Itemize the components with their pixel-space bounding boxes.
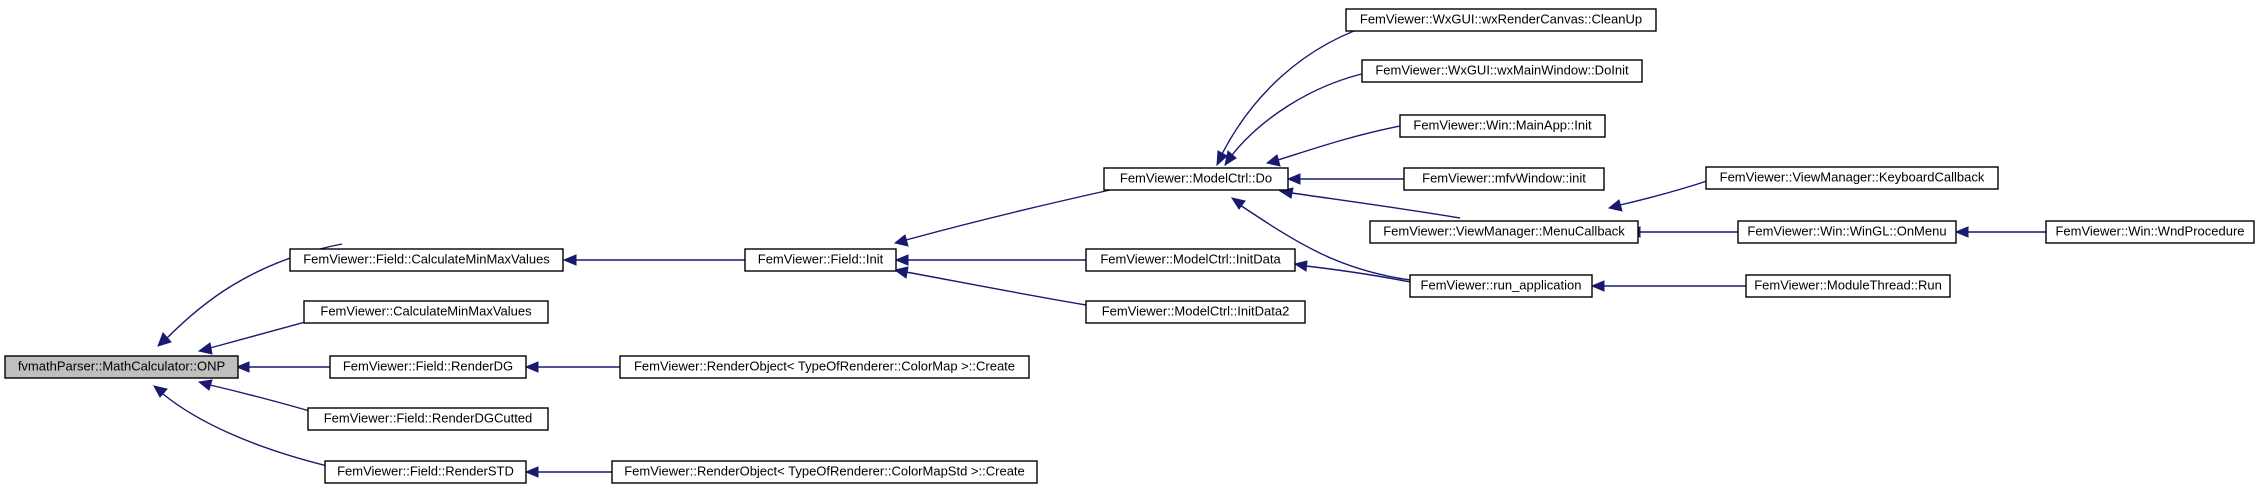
node-ro-colormap-label: FemViewer::RenderObject< TypeOfRenderer:…	[634, 358, 1015, 373]
edge-vm-menucb-to-mc-do	[1291, 192, 1461, 219]
edges	[153, 21, 2046, 478]
edge-wndproc-to-wingl-onmenu-arrow	[1954, 226, 1969, 238]
node-renderdg[interactable]: FemViewer::Field::RenderDG	[329, 355, 527, 379]
node-renderdg-label: FemViewer::Field::RenderDG	[343, 358, 513, 373]
edge-run-app-to-mc-initdata-arrow	[1293, 260, 1308, 272]
edge-run-app-to-mc-do	[1239, 204, 1411, 281]
nodes: fvmathParser::MathCalculator::ONP FemVie…	[4, 8, 2255, 484]
edge-renderdg-to-onp-arrow	[235, 361, 250, 373]
node-field-init-label: FemViewer::Field::Init	[758, 251, 884, 266]
node-mainapp-init[interactable]: FemViewer::Win::MainApp::Init	[1399, 114, 1606, 138]
edge-wx-doinit-to-mc-do	[1231, 71, 1371, 156]
node-onp-label: fvmathParser::MathCalculator::ONP	[18, 358, 225, 373]
node-wndproc-label: FemViewer::Win::WndProcedure	[2055, 223, 2244, 238]
node-vm-keycb[interactable]: FemViewer::ViewManager::KeyboardCallback	[1705, 166, 1999, 190]
edge-vm-keycb-to-vm-menucb	[1619, 179, 1711, 206]
edge-cmmv-to-onp-arrow	[197, 342, 213, 355]
node-modthread-run-label: FemViewer::ModuleThread::Run	[1754, 277, 1942, 292]
node-wx-cleanup[interactable]: FemViewer::WxGUI::wxRenderCanvas::CleanU…	[1345, 8, 1657, 32]
node-renderstd-label: FemViewer::Field::RenderSTD	[337, 463, 514, 478]
node-mc-initdata2-label: FemViewer::ModelCtrl::InitData2	[1102, 303, 1290, 318]
node-cmmv-label: FemViewer::CalculateMinMaxValues	[320, 303, 532, 318]
edge-renderstd-to-onp-arrow	[153, 385, 168, 398]
node-vm-menucb-label: FemViewer::ViewManager::MenuCallback	[1383, 223, 1625, 238]
edge-vm-keycb-to-vm-menucb-arrow	[1607, 199, 1623, 212]
node-renderdgcut[interactable]: FemViewer::Field::RenderDGCutted	[307, 407, 549, 431]
node-mc-initdata2[interactable]: FemViewer::ModelCtrl::InitData2	[1085, 300, 1306, 324]
node-mc-do-label: FemViewer::ModelCtrl::Do	[1120, 170, 1272, 185]
node-wingl-onmenu-label: FemViewer::Win::WinGL::OnMenu	[1747, 223, 1946, 238]
node-run-app-label: FemViewer::run_application	[1421, 277, 1582, 292]
edge-ro-colormapstd-to-renderstd-arrow	[524, 466, 539, 478]
node-modthread-run[interactable]: FemViewer::ModuleThread::Run	[1745, 274, 1951, 298]
node-run-app[interactable]: FemViewer::run_application	[1409, 274, 1593, 298]
edge-mc-do-to-field-init	[905, 189, 1111, 241]
node-ro-colormapstd-label: FemViewer::RenderObject< TypeOfRenderer:…	[624, 463, 1025, 478]
node-mainapp-init-label: FemViewer::Win::MainApp::Init	[1413, 117, 1592, 132]
edge-wx-doinit-to-mc-do-arrow	[1224, 150, 1237, 167]
edge-mc-do-to-field-init-arrow	[893, 234, 909, 247]
node-mc-initdata-label: FemViewer::ModelCtrl::InitData	[1100, 251, 1281, 266]
node-mc-do[interactable]: FemViewer::ModelCtrl::Do	[1103, 167, 1289, 191]
edge-mc-initdata-to-field-init-arrow	[894, 254, 909, 266]
node-wingl-onmenu[interactable]: FemViewer::Win::WinGL::OnMenu	[1737, 220, 1957, 244]
node-field-cmmv[interactable]: FemViewer::Field::CalculateMinMaxValues	[289, 248, 564, 272]
edge-mfv-init-to-mc-do-arrow	[1286, 173, 1301, 185]
edge-run-app-to-mc-initdata	[1305, 265, 1411, 283]
edge-field-init-to-field-cmmv-arrow	[562, 254, 577, 266]
node-renderstd[interactable]: FemViewer::Field::RenderSTD	[324, 460, 527, 484]
edge-run-app-to-mc-do-arrow	[1230, 197, 1246, 210]
node-cmmv[interactable]: FemViewer::CalculateMinMaxValues	[303, 300, 549, 324]
edge-renderstd-to-onp	[162, 393, 341, 470]
node-onp[interactable]: fvmathParser::MathCalculator::ONP	[4, 355, 239, 379]
node-vm-menucb[interactable]: FemViewer::ViewManager::MenuCallback	[1369, 220, 1639, 244]
node-field-cmmv-label: FemViewer::Field::CalculateMinMaxValues	[303, 251, 550, 266]
node-mfv-init-label: FemViewer::mfvWindow::init	[1422, 170, 1586, 185]
node-mfv-init[interactable]: FemViewer::mfvWindow::init	[1403, 167, 1605, 191]
node-vm-keycb-label: FemViewer::ViewManager::KeyboardCallback	[1720, 169, 1985, 184]
edge-wx-cleanup-to-mc-do-arrow	[1216, 150, 1228, 167]
edge-mc-initdata2-to-field-init	[905, 271, 1087, 306]
edge-field-cmmv-to-onp-arrow	[157, 332, 172, 347]
node-wx-doinit[interactable]: FemViewer::WxGUI::wxMainWindow::DoInit	[1361, 59, 1643, 83]
node-wx-cleanup-label: FemViewer::WxGUI::wxRenderCanvas::CleanU…	[1360, 11, 1642, 26]
node-renderdgcut-label: FemViewer::Field::RenderDGCutted	[324, 410, 533, 425]
node-wx-doinit-label: FemViewer::WxGUI::wxMainWindow::DoInit	[1375, 62, 1629, 77]
node-ro-colormapstd[interactable]: FemViewer::RenderObject< TypeOfRenderer:…	[611, 460, 1038, 484]
edge-mainapp-init-to-mc-do	[1277, 125, 1401, 161]
node-wndproc[interactable]: FemViewer::Win::WndProcedure	[2045, 220, 2255, 244]
node-mc-initdata[interactable]: FemViewer::ModelCtrl::InitData	[1085, 248, 1296, 272]
edge-mainapp-init-to-mc-do-arrow	[1265, 154, 1281, 167]
node-ro-colormap[interactable]: FemViewer::RenderObject< TypeOfRenderer:…	[619, 355, 1030, 379]
edge-renderdgcut-to-onp-arrow	[197, 379, 213, 391]
edge-modthread-run-to-run-app-arrow	[1590, 280, 1605, 292]
node-field-init[interactable]: FemViewer::Field::Init	[744, 248, 897, 272]
edge-wx-cleanup-to-mc-do	[1221, 21, 1381, 155]
edge-ro-colormap-to-renderdg-arrow	[524, 361, 539, 373]
edge-mc-initdata2-to-field-init-arrow	[893, 266, 909, 279]
